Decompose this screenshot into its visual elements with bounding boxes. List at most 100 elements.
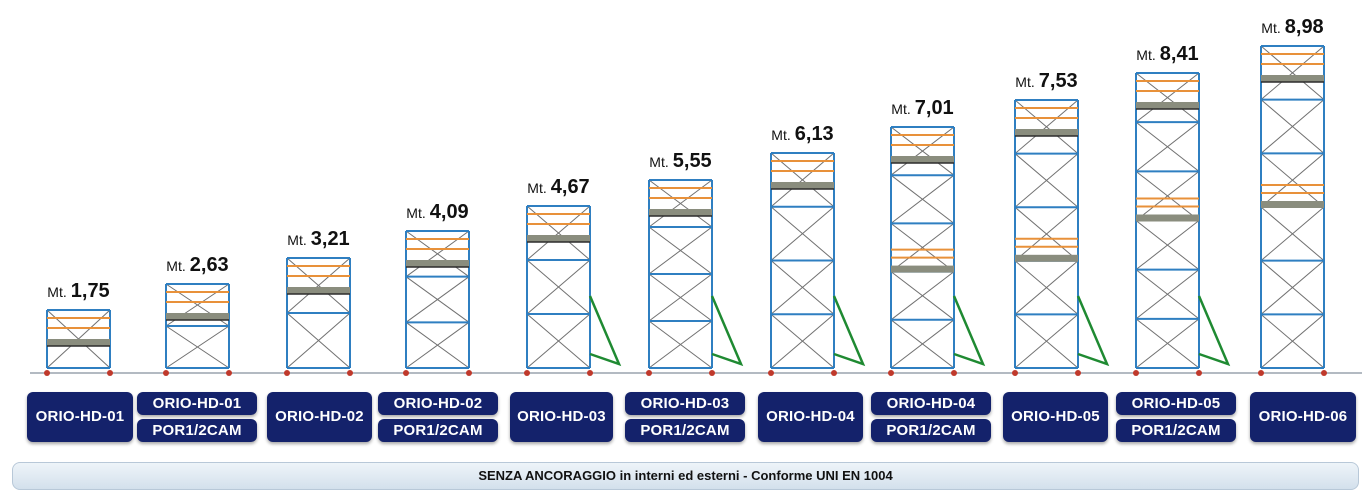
cross-brace	[890, 271, 955, 321]
caster-wheel	[888, 370, 894, 376]
caster-wheel	[646, 370, 652, 376]
height-label: Mt.8,41	[1136, 43, 1198, 66]
caster-wheel	[1321, 370, 1327, 376]
model-variant-tag: POR1/2CAM	[378, 419, 498, 442]
cross-brace	[165, 325, 230, 369]
model-name-tag: ORIO-HD-02	[267, 392, 372, 442]
height-label: Mt.7,53	[1015, 70, 1077, 93]
model-variant-tag: POR1/2CAM	[137, 419, 257, 442]
height-value: 7,53	[1038, 70, 1078, 92]
cross-brace	[770, 260, 835, 315]
height-unit: Mt.	[166, 258, 186, 274]
caster-wheel	[284, 370, 290, 376]
caster-wheel	[403, 370, 409, 376]
height-value: 4,67	[550, 176, 590, 198]
cross-brace	[1014, 260, 1079, 315]
cross-brace	[1135, 170, 1200, 221]
height-label: Mt.1,75	[47, 280, 109, 303]
caster-wheel	[466, 370, 472, 376]
cross-brace	[1135, 121, 1200, 172]
model-tag-group: ORIO-HD-02	[267, 390, 372, 444]
cross-brace	[890, 174, 955, 224]
cross-brace	[648, 320, 713, 369]
cross-brace	[526, 259, 591, 315]
height-value: 1,75	[70, 280, 110, 302]
caster-wheel	[1012, 370, 1018, 376]
caster-wheel	[951, 370, 957, 376]
caster-wheel	[831, 370, 837, 376]
height-value: 8,98	[1284, 16, 1324, 38]
model-name-tag: ORIO-HD-01	[137, 392, 257, 415]
work-platform	[1015, 254, 1078, 262]
cross-brace	[405, 321, 470, 369]
height-value: 3,21	[310, 228, 350, 250]
height-value: 4,09	[429, 201, 469, 223]
caster-wheel	[524, 370, 530, 376]
height-label: Mt.4,67	[527, 176, 589, 199]
height-label: Mt.7,01	[891, 97, 953, 120]
cross-brace	[648, 226, 713, 275]
caster-wheel	[1133, 370, 1139, 376]
height-label: Mt.6,13	[771, 123, 833, 146]
height-value: 6,13	[794, 123, 834, 145]
height-value: 7,01	[914, 97, 954, 119]
model-name-tag: ORIO-HD-05	[1003, 392, 1108, 442]
model-name-tag: ORIO-HD-05	[1116, 392, 1236, 415]
model-name-tag: ORIO-HD-02	[378, 392, 498, 415]
cross-brace	[890, 223, 955, 272]
height-unit: Mt.	[1015, 74, 1035, 90]
height-label: Mt.8,98	[1261, 16, 1323, 39]
height-unit: Mt.	[891, 101, 911, 117]
footer-text: SENZA ANCORAGGIO in interni ed esterni -…	[478, 468, 893, 483]
model-tag-group: ORIO-HD-01	[27, 390, 133, 444]
height-unit: Mt.	[1136, 47, 1156, 63]
cross-brace	[770, 313, 835, 369]
work-platform	[1136, 214, 1199, 222]
cross-brace	[1014, 314, 1079, 369]
caster-wheel	[587, 370, 593, 376]
caster-wheel	[709, 370, 715, 376]
height-value: 5,55	[672, 150, 712, 172]
height-unit: Mt.	[649, 154, 669, 170]
caster-wheel	[44, 370, 50, 376]
caster-wheel	[163, 370, 169, 376]
work-platform	[1261, 201, 1324, 208]
model-name-tag: ORIO-HD-01	[27, 392, 133, 442]
height-label: Mt.2,63	[166, 254, 228, 277]
work-platform	[891, 265, 954, 273]
cross-brace	[1135, 220, 1200, 271]
cross-brace	[770, 206, 835, 261]
height-value: 8,41	[1159, 43, 1199, 65]
stabilizer-outrigger	[832, 295, 866, 367]
cross-brace	[1014, 206, 1079, 262]
work-platform	[891, 156, 954, 163]
stabilizer-outrigger	[1076, 295, 1110, 367]
height-unit: Mt.	[1261, 20, 1281, 36]
height-label: Mt.5,55	[649, 150, 711, 173]
model-name-tag: ORIO-HD-06	[1250, 392, 1356, 442]
model-tag-group: ORIO-HD-06	[1250, 390, 1356, 444]
work-platform	[1136, 102, 1199, 109]
model-tag-group: ORIO-HD-05	[1003, 390, 1108, 444]
cross-brace	[1014, 153, 1079, 208]
model-variant-tag: POR1/2CAM	[1116, 419, 1236, 442]
model-variant-tag: POR1/2CAM	[871, 419, 991, 442]
caster-wheel	[1196, 370, 1202, 376]
model-name-tag: ORIO-HD-03	[625, 392, 745, 415]
stabilizer-outrigger	[1197, 295, 1231, 367]
height-label: Mt.4,09	[406, 201, 468, 224]
model-name-tag: ORIO-HD-04	[871, 392, 991, 415]
cross-brace	[1260, 152, 1325, 208]
cross-brace	[1260, 313, 1325, 369]
height-unit: Mt.	[287, 232, 307, 248]
stabilizer-outrigger	[588, 295, 622, 367]
caster-wheel	[226, 370, 232, 376]
height-unit: Mt.	[47, 284, 67, 300]
height-unit: Mt.	[406, 205, 426, 221]
